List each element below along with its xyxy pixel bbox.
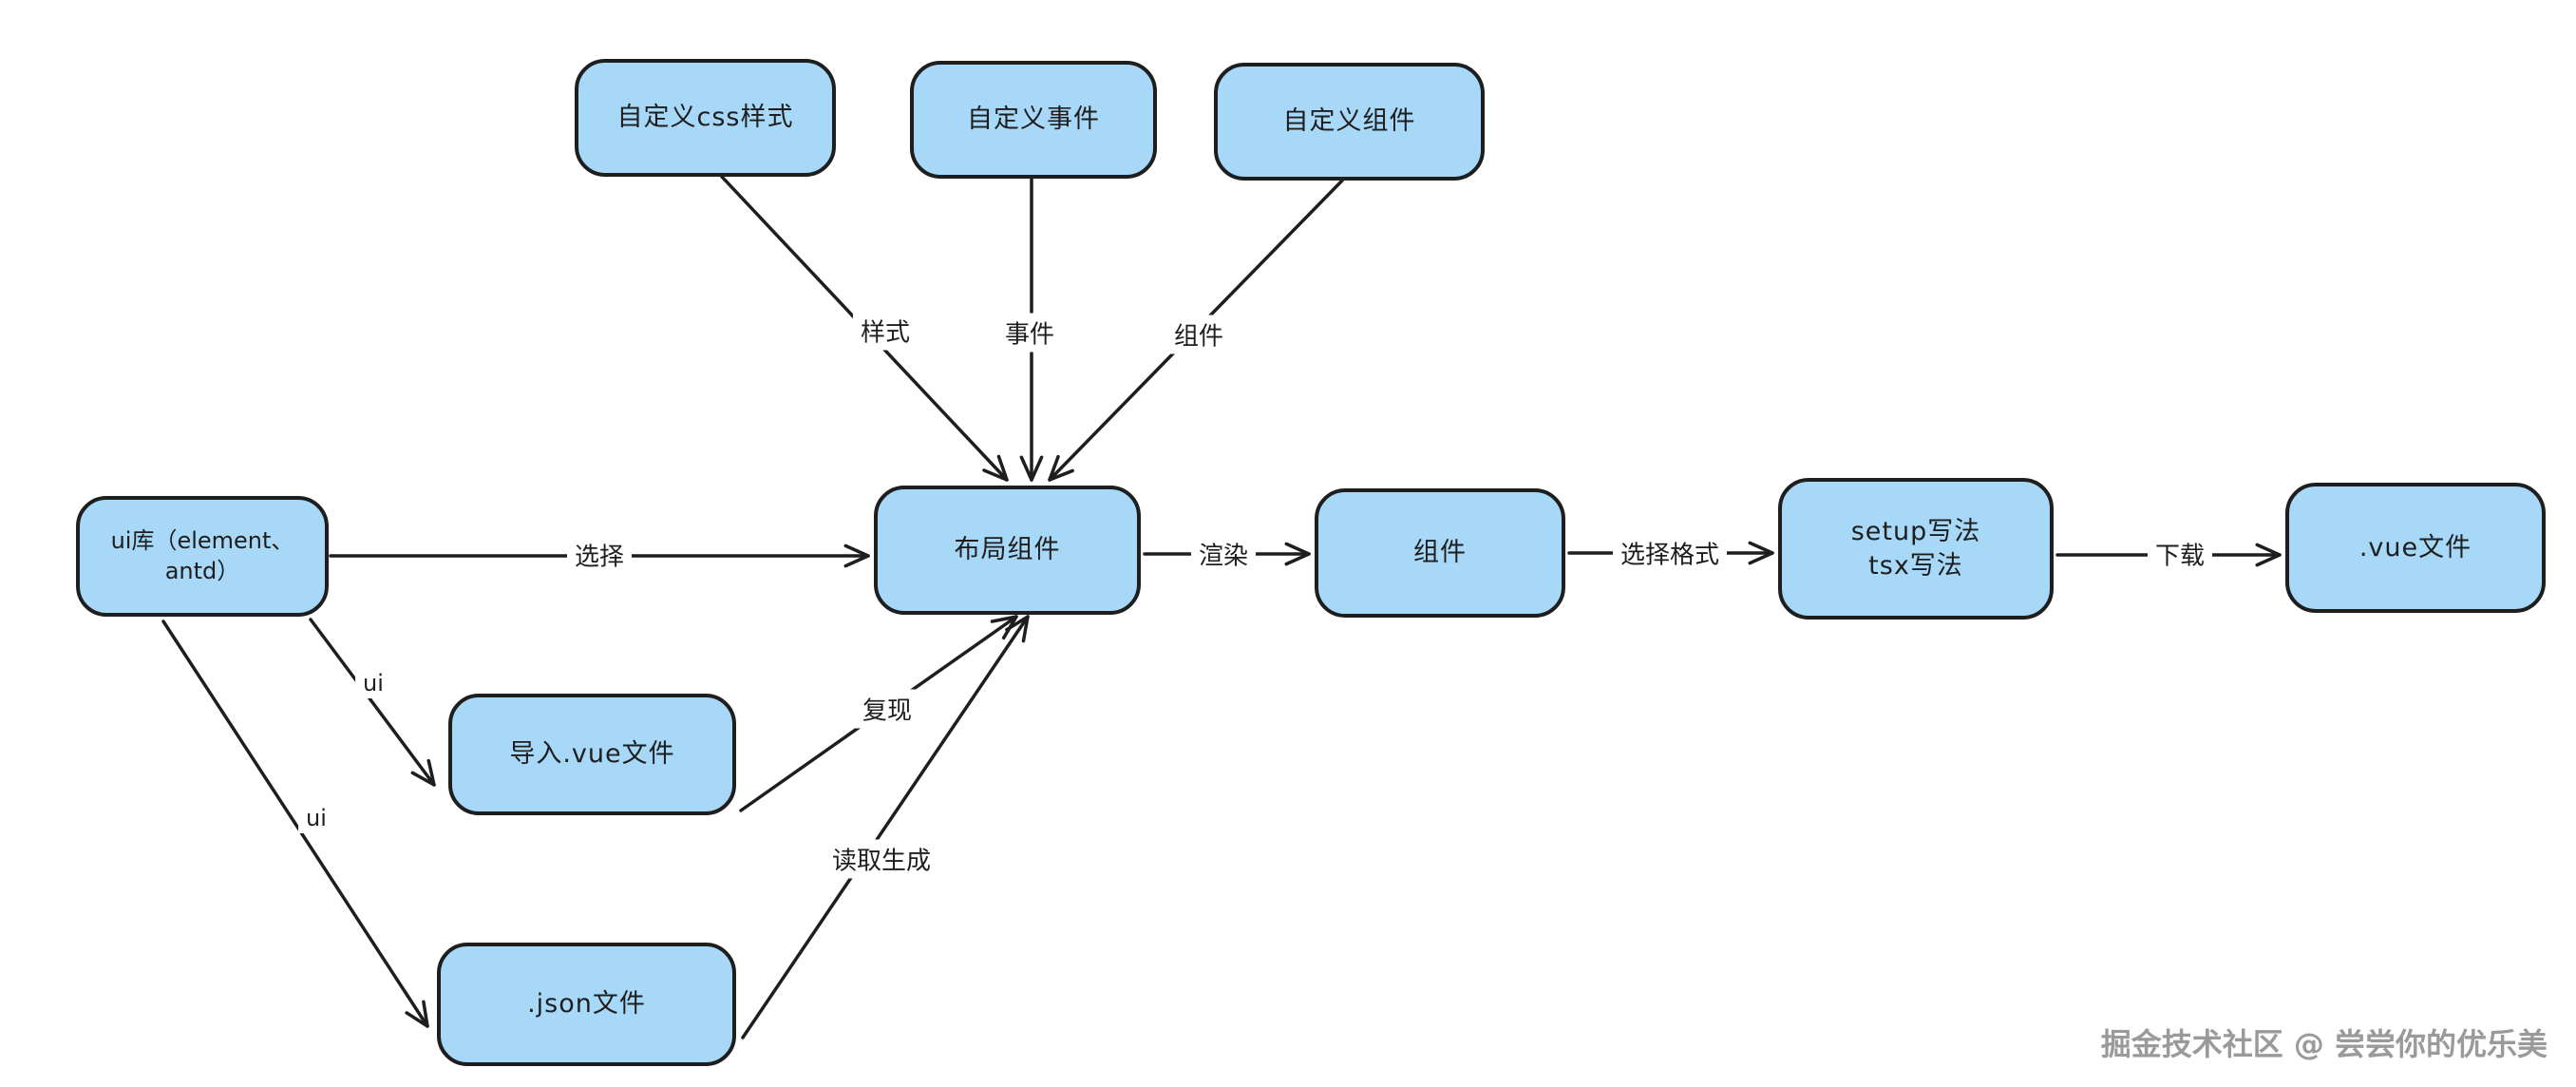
edge-label-select-format: 选择格式 xyxy=(1612,533,1728,573)
node-label: ui库（element、antd） xyxy=(110,527,294,584)
node-label: 组件 xyxy=(1413,538,1467,568)
node-custom-event: 自定义事件 xyxy=(910,61,1157,179)
edge-label-ui-2: ui xyxy=(298,803,334,833)
node-label: 导入.vue文件 xyxy=(509,739,675,770)
watermark: 掘金技术社区 @ 尝尝你的优乐美 xyxy=(2100,1026,2548,1062)
node-import-vue-file: 导入.vue文件 xyxy=(448,694,736,815)
node-component: 组件 xyxy=(1315,488,1565,618)
edge-uilib-to-jsonfile xyxy=(161,620,429,1028)
edge-label-style: 样式 xyxy=(852,311,919,351)
edge-label-component: 组件 xyxy=(1165,315,1232,354)
edge-label-render: 渲染 xyxy=(1190,534,1257,574)
node-vue-file: .vue文件 xyxy=(2285,483,2546,613)
node-layout-component: 布局组件 xyxy=(874,486,1141,615)
node-custom-component: 自定义组件 xyxy=(1214,63,1485,181)
node-label: 布局组件 xyxy=(954,535,1061,565)
edge-label-download: 下载 xyxy=(2147,534,2213,574)
node-label: tsx写法 xyxy=(1868,550,1963,581)
edge-label-ui-1: ui xyxy=(355,668,391,698)
node-label: 自定义组件 xyxy=(1282,106,1416,137)
node-ui-library: ui库（element、antd） xyxy=(76,496,329,617)
edge-label-read-generate: 读取生成 xyxy=(824,839,939,879)
edge-jsonfile-to-layout xyxy=(741,615,1030,1039)
node-custom-css-style: 自定义css样式 xyxy=(575,59,836,177)
node-label: .json文件 xyxy=(527,989,646,1020)
edge-label-select: 选择 xyxy=(566,535,633,575)
node-label: 自定义css样式 xyxy=(616,103,794,133)
edge-label-reproduce: 复现 xyxy=(854,689,920,729)
edge-label-event: 事件 xyxy=(996,313,1063,353)
node-label: 自定义事件 xyxy=(967,105,1100,135)
node-json-file: .json文件 xyxy=(437,943,736,1066)
node-setup-tsx: setup写法 tsx写法 xyxy=(1778,478,2054,620)
node-label: .vue文件 xyxy=(2358,532,2472,563)
node-label: setup写法 xyxy=(1850,517,1981,547)
edge-uilib-to-importvue xyxy=(309,618,436,787)
